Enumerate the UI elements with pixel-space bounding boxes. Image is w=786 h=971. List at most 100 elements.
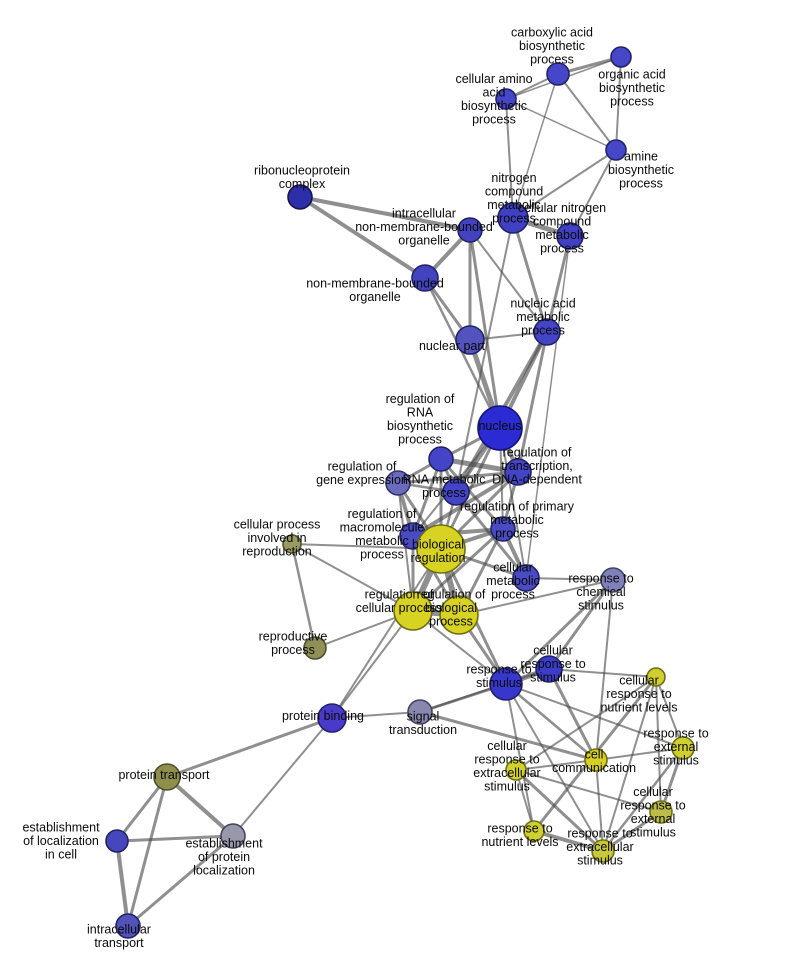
edge-biological-regulation--protein-binding xyxy=(331,548,442,719)
edge-establishment-of-localization-in-cell--intracellular-transport xyxy=(115,839,130,928)
node-nucleus[interactable] xyxy=(477,405,523,451)
node-cellular-amino-acid-biosynthetic-process[interactable] xyxy=(495,88,517,110)
edge-cellular-metabolic-process--response-to-chemical-stimulus xyxy=(525,577,614,581)
edge-establishment-of-protein-localization--protein-binding xyxy=(232,717,333,837)
edge-response-to-chemical-stimulus--cell-communication xyxy=(595,579,614,761)
edge-response-to-external-stimulus--cell-communication xyxy=(595,747,684,761)
node-protein-binding[interactable] xyxy=(317,703,347,733)
edge-cellular-response-to-extracellular-stimulus--response-to-extracellular-stimulus xyxy=(514,768,605,853)
edge-carboxylic-acid-biosynthetic-process--nitrogen-compound-metabolic-process xyxy=(512,73,559,219)
edge-cellular-process-involved-in-reproduction--regulation-of-cellular-process xyxy=(291,543,414,612)
edge-response-to-stimulus--cell-communication xyxy=(504,682,598,762)
node-response-to-extracellular-stimulus[interactable] xyxy=(591,839,615,863)
edge-protein-transport--establishment-of-protein-localization xyxy=(165,775,235,838)
edge-response-to-nutrient-levels--response-to-extracellular-stimulus xyxy=(532,829,605,853)
edge-amine-biosynthetic-process--nitrogen-compound-metabolic-process xyxy=(512,149,617,219)
node-regulation-of-transcription-dna-dependent[interactable] xyxy=(504,458,532,486)
node-rna-metabolic-process[interactable] xyxy=(442,478,470,506)
node-carboxylic-acid-biosynthetic-process[interactable] xyxy=(546,62,570,86)
node-ribonucleoprotein-complex[interactable] xyxy=(287,184,313,210)
node-regulation-of-cellular-process[interactable] xyxy=(393,591,433,631)
node-intracellular-non-membrane-bounded-organelle[interactable] xyxy=(457,217,483,243)
node-organic-acid-biosynthetic-process[interactable] xyxy=(610,46,632,68)
edge-signal-transduction--cell-communication xyxy=(418,710,598,762)
node-response-to-nutrient-levels[interactable] xyxy=(523,820,545,842)
edge-regulation-of-cellular-process--protein-binding xyxy=(331,610,414,719)
node-label-nuclear-part: nuclear part xyxy=(419,339,486,353)
node-nuclear-part[interactable] xyxy=(455,325,485,355)
node-non-membrane-bounded-organelle[interactable] xyxy=(411,264,439,292)
node-response-to-stimulus[interactable] xyxy=(489,667,523,701)
edge-protein-binding--protein-transport xyxy=(165,716,334,779)
edge-response-to-chemical-stimulus--response-to-stimulus xyxy=(504,578,615,686)
edge-cellular-response-to-stimulus--cellular-response-to-nutrient-levels xyxy=(548,668,657,678)
edge-response-to-chemical-stimulus--cellular-response-to-stimulus xyxy=(547,578,615,671)
node-amine-biosynthetic-process[interactable] xyxy=(605,139,627,161)
node-regulation-of-rna-biosynthetic-process[interactable] xyxy=(428,446,454,472)
node-cellular-response-to-stimulus[interactable] xyxy=(535,655,563,683)
edge-response-to-stimulus--response-to-nutrient-levels xyxy=(505,683,535,832)
node-regulation-of-gene-expression[interactable] xyxy=(385,470,411,496)
node-signal-transduction[interactable] xyxy=(407,699,433,725)
edge-carboxylic-acid-biosynthetic-process--amine-biosynthetic-process xyxy=(557,73,617,151)
node-nitrogen-compound-metabolic-process[interactable] xyxy=(497,202,529,234)
node-cellular-metabolic-process[interactable] xyxy=(512,564,540,592)
node-establishment-of-protein-localization[interactable] xyxy=(220,823,246,849)
node-cellular-response-to-nutrient-levels[interactable] xyxy=(646,667,666,687)
edge-response-to-external-stimulus--response-to-extracellular-stimulus xyxy=(601,746,685,853)
node-response-to-chemical-stimulus[interactable] xyxy=(600,567,626,593)
edge-rna-metabolic-process--cellular-metabolic-process xyxy=(454,490,528,580)
edge-regulation-of-transcription-dna-dependent--regulation-of-gene-expression xyxy=(396,470,520,485)
edge-nucleic-acid-metabolic-process--regulation-of-transcription-dna-dependent xyxy=(516,330,549,474)
node-biological-regulation[interactable] xyxy=(416,524,466,574)
edge-regulation-of-primary-metabolic-process--regulation-of-cellular-process xyxy=(411,527,505,613)
edge-cellular-response-to-nutrient-levels--cellular-response-to-extracellular-stimulus xyxy=(515,676,657,771)
edge-regulation-of-rna-biosynthetic-process--regulation-of-primary-metabolic-process xyxy=(439,457,505,531)
node-protein-transport[interactable] xyxy=(153,763,181,791)
edge-nitrogen-compound-metabolic-process--nucleic-acid-metabolic-process xyxy=(511,216,549,334)
node-response-to-external-stimulus[interactable] xyxy=(671,736,695,760)
edge-response-to-stimulus--response-to-extracellular-stimulus xyxy=(505,683,604,852)
edge-organic-acid-biosynthetic-process--amine-biosynthetic-process xyxy=(615,56,622,151)
node-regulation-of-biological-process[interactable] xyxy=(439,595,479,635)
node-label-protein-binding: protein binding xyxy=(282,709,364,723)
node-cellular-nitrogen-compound-metabolic-process[interactable] xyxy=(556,222,584,250)
edge-cellular-nitrogen-compound-metabolic-process--cellular-metabolic-process xyxy=(525,235,571,579)
node-cellular-process-involved-in-reproduction[interactable] xyxy=(282,534,302,554)
node-cell-communication[interactable] xyxy=(584,748,608,772)
edge-ribonucleoprotein-complex--non-membrane-bounded-organelle xyxy=(298,195,427,280)
node-intracellular-transport[interactable] xyxy=(115,913,141,939)
node-regulation-of-primary-metabolic-process[interactable] xyxy=(490,516,516,542)
node-establishment-of-localization-in-cell[interactable] xyxy=(105,829,129,853)
node-reproductive-process[interactable] xyxy=(303,636,327,660)
node-cellular-response-to-extracellular-stimulus[interactable] xyxy=(505,759,527,781)
edge-cellular-response-to-stimulus--cell-communication xyxy=(547,667,598,762)
edge-non-membrane-bounded-organelle--nucleus xyxy=(423,276,502,430)
node-nucleic-acid-metabolic-process[interactable] xyxy=(533,318,561,346)
node-label-protein-transport: protein transport xyxy=(118,768,210,782)
node-cellular-response-to-external-stimulus[interactable] xyxy=(649,800,673,824)
edge-nucleus--cellular-metabolic-process xyxy=(499,427,527,579)
edge-intracellular-non-membrane-bounded-organelle--nucleic-acid-metabolic-process xyxy=(469,229,548,333)
